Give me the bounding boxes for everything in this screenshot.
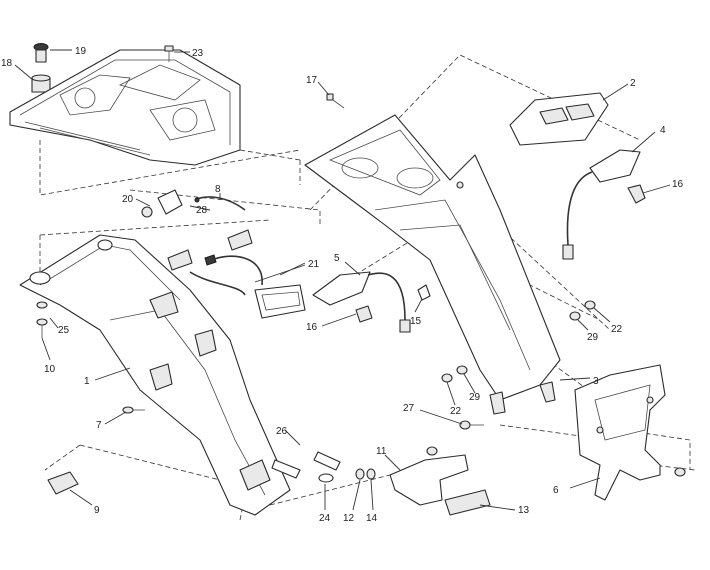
callout-2: 2 [630,78,636,89]
callout-24: 24 [319,513,331,524]
rear-mudguard [304,114,561,415]
callout-6: 6 [553,485,559,496]
callout-labels: 1 2 3 4 5 6 7 8 9 10 11 12 13 14 15 16 1… [1,46,684,524]
callout-26: 26 [276,426,288,437]
callout-29a: 29 [587,332,599,343]
bracket-20-28 [141,189,183,218]
reflector-13 [444,489,491,516]
callout-22a: 22 [611,324,623,335]
callout-16a: 16 [672,179,684,190]
callout-5: 5 [334,253,340,264]
indicator-right [562,149,641,260]
callout-1: 1 [84,376,90,387]
tail-light [509,92,609,146]
rear-undertray [19,234,291,516]
bolt-23 [164,45,174,62]
callout-22b: 22 [450,406,462,417]
callout-20: 20 [122,194,134,205]
lock-assembly [167,229,306,319]
fasteners-22-29-middle [441,365,468,383]
callout-8: 8 [215,184,221,195]
callout-18: 18 [1,58,13,69]
licence-plate-holder [574,364,686,501]
callout-13: 13 [518,505,530,516]
bulb-16-right [627,184,646,204]
callout-17: 17 [306,75,318,86]
screws-left [36,301,145,414]
luggage-rack [9,49,241,166]
callout-4: 4 [660,125,666,136]
callout-11: 11 [376,446,387,457]
callout-12: 12 [343,513,355,524]
callout-29b: 29 [469,392,481,403]
callout-23: 23 [192,48,204,59]
clip-15 [417,284,431,301]
damper-and-bolt [31,43,51,93]
indicator-left [312,271,411,333]
callout-9: 9 [94,505,100,516]
cover-9 [47,471,79,495]
cable-8 [194,196,246,211]
callout-25: 25 [58,325,70,336]
bulb-16-left [355,305,373,323]
callout-19: 19 [75,46,87,57]
callout-15: 15 [410,316,422,327]
callout-3: 3 [593,376,599,387]
bolt-17 [326,93,345,109]
callout-16b: 16 [306,322,318,333]
licence-light-bracket [389,446,469,506]
clips-and-fasteners [271,451,376,483]
callout-28: 28 [196,205,208,216]
callout-7: 7 [96,420,102,431]
bolt-27 [459,420,484,430]
callout-21: 21 [308,259,320,270]
leader-lines [14,49,671,511]
fasteners-22-29-right [569,300,596,321]
callout-10: 10 [44,364,56,375]
callout-14: 14 [366,513,378,524]
callout-27: 27 [403,403,415,414]
